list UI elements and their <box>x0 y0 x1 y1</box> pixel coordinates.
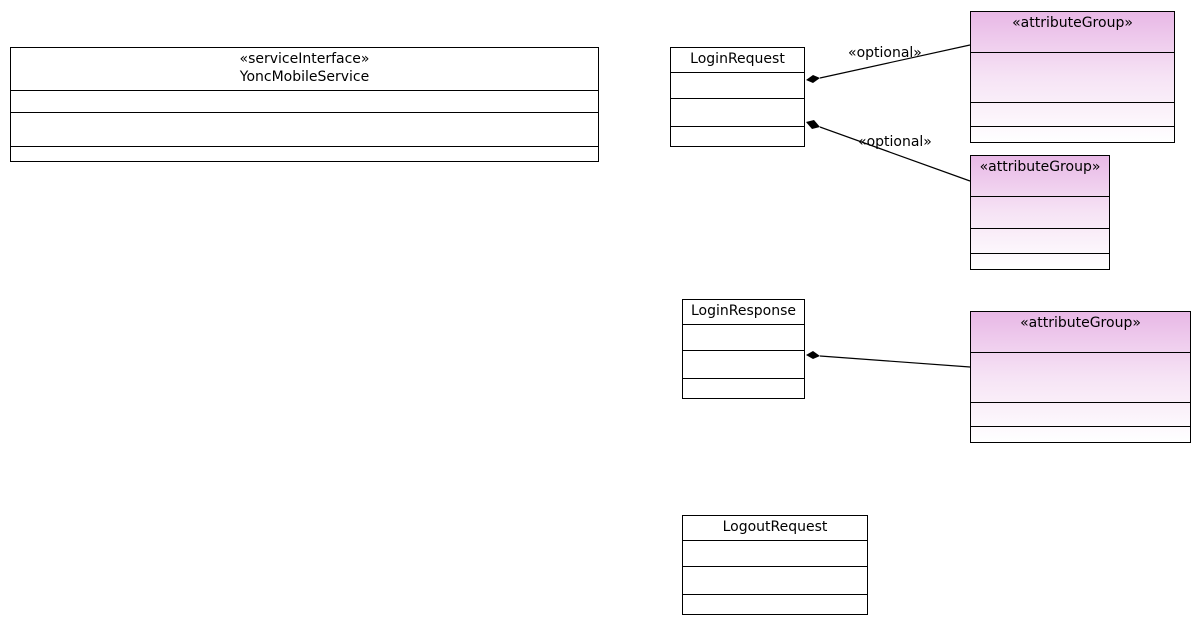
class-header: «attributeGroup» <box>971 12 1174 53</box>
class-stereotype: «serviceInterface» <box>239 51 370 67</box>
class-name: LoginResponse <box>690 303 796 319</box>
class-name: LoginRequest <box>690 51 785 67</box>
class-header: «attributeGroup» <box>971 156 1109 197</box>
operations-compartment <box>971 228 1109 254</box>
class-stereotype: «attributeGroup» <box>1020 315 1141 331</box>
attributes-compartment <box>11 88 598 113</box>
attributes-compartment <box>683 322 804 351</box>
class-header: «attributeGroup» <box>971 312 1190 353</box>
attributes-compartment <box>971 194 1109 229</box>
composition-diamond <box>806 351 820 359</box>
attributes-compartment <box>971 50 1174 103</box>
composition-diamond <box>806 120 820 129</box>
class-name: YoncMobileService <box>239 69 370 85</box>
class-loginresponse[interactable]: LoginResponse <box>682 299 805 399</box>
operations-compartment <box>683 566 867 595</box>
operations-compartment <box>11 112 598 147</box>
edge-label-optional-1: «optional» <box>848 45 922 61</box>
class-attributegroup-1[interactable]: «attributeGroup» <box>970 11 1175 143</box>
attributes-compartment <box>971 350 1190 403</box>
edge-label-optional-2: «optional» <box>858 134 932 150</box>
class-name: LogoutRequest <box>722 519 828 535</box>
composition-diamond <box>806 75 820 83</box>
class-stereotype: «attributeGroup» <box>1012 15 1133 31</box>
operations-compartment <box>683 350 804 379</box>
attributes-compartment <box>683 538 867 567</box>
class-header: LoginResponse <box>683 300 804 325</box>
class-stereotype: «attributeGroup» <box>979 159 1101 175</box>
class-yoncmobileservice[interactable]: «serviceInterface» YoncMobileService <box>10 47 599 162</box>
class-logoutrequest[interactable]: LogoutRequest <box>682 515 868 615</box>
class-attributegroup-3[interactable]: «attributeGroup» <box>970 311 1191 443</box>
attributes-compartment <box>671 70 804 99</box>
class-header: «serviceInterface» YoncMobileService <box>11 48 598 91</box>
edge-loginresponse-attributegroup-3[interactable] <box>806 351 971 368</box>
class-header: LogoutRequest <box>683 516 867 541</box>
class-attributegroup-2[interactable]: «attributeGroup» <box>970 155 1110 270</box>
operations-compartment <box>971 102 1174 127</box>
operations-compartment <box>971 402 1190 427</box>
operations-compartment <box>671 98 804 127</box>
edge-loginrequest-attributegroup-2[interactable] <box>806 120 971 182</box>
class-header: LoginRequest <box>671 48 804 73</box>
class-loginrequest[interactable]: LoginRequest <box>670 47 805 147</box>
edge-loginrequest-attributegroup-1[interactable] <box>806 44 971 83</box>
